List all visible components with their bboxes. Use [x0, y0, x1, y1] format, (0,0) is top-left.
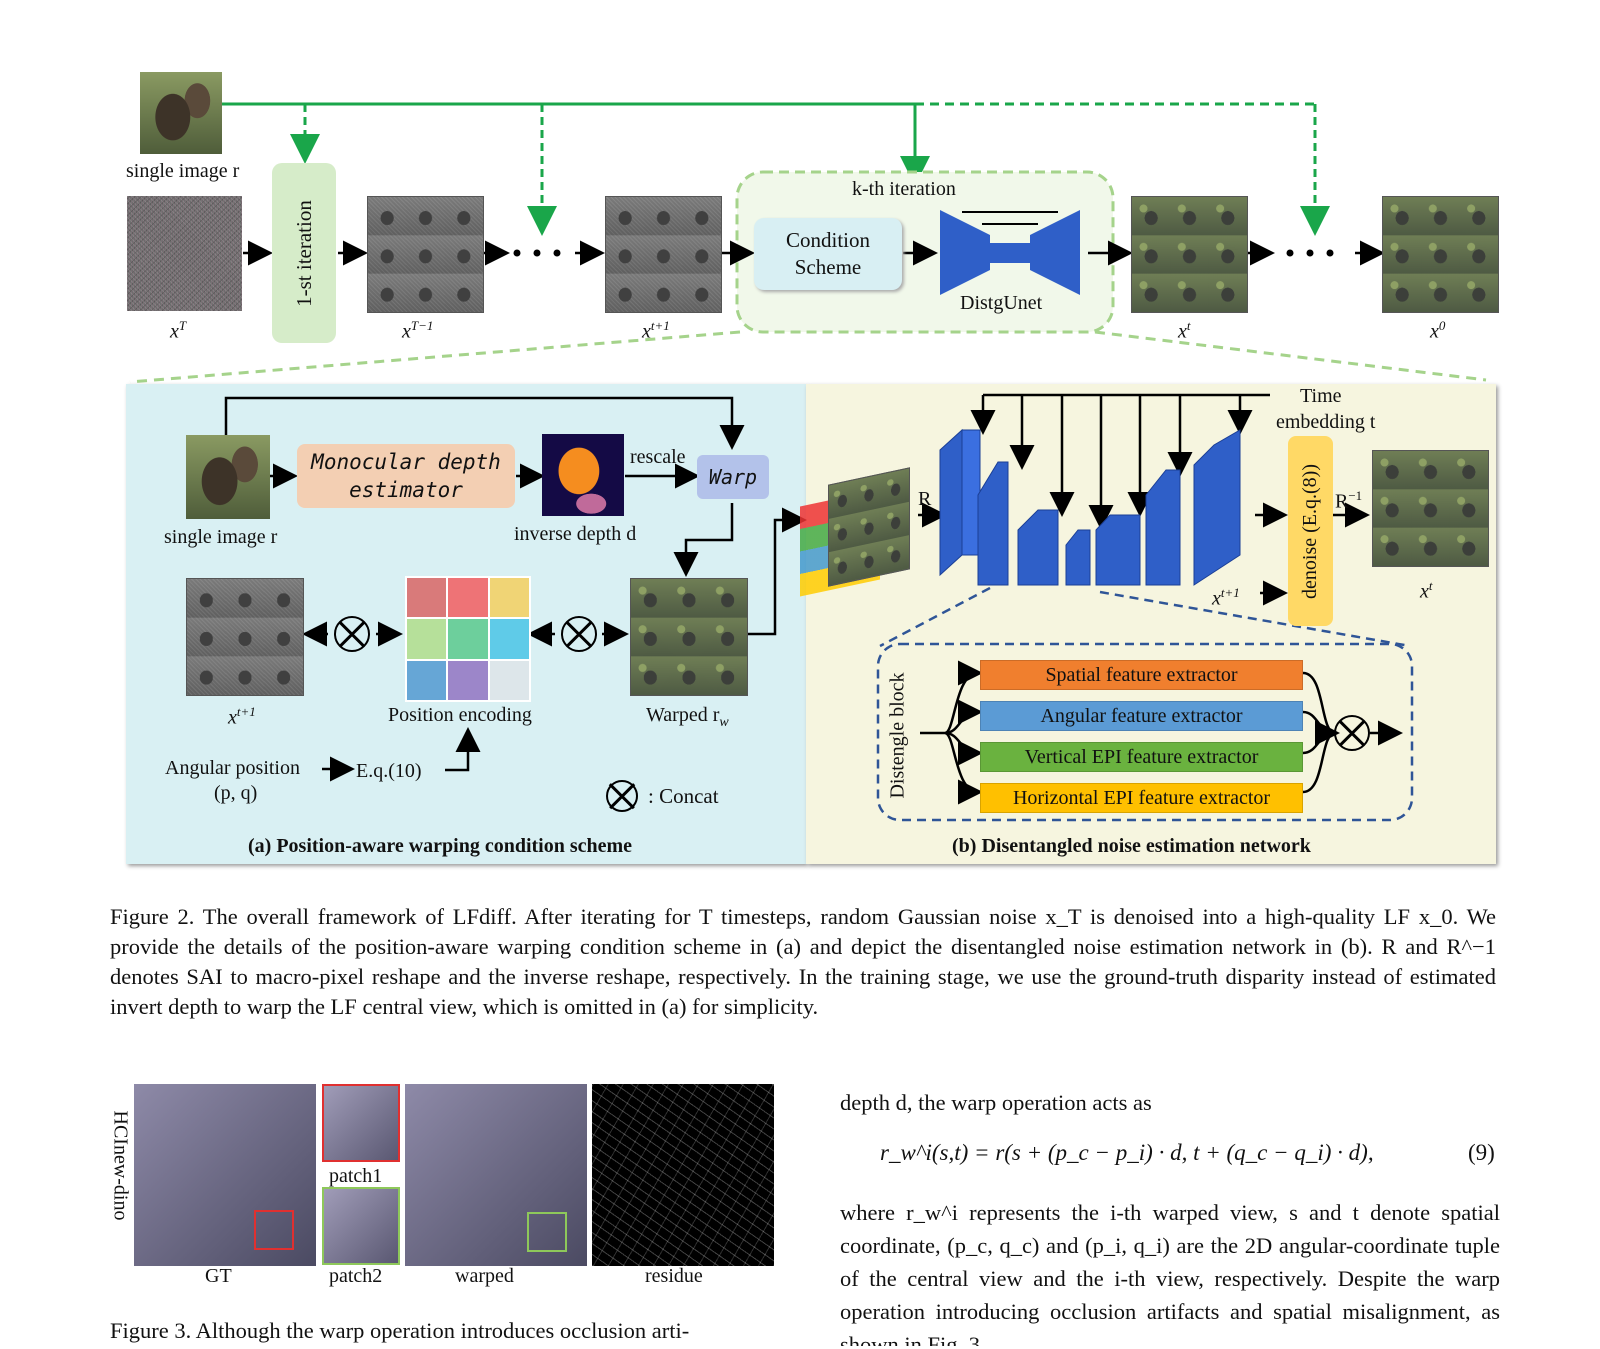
body-paragraph: where r_w^i represents the i-th warped v… [840, 1200, 1500, 1346]
concat-icon-left [334, 616, 370, 652]
patch2-image [322, 1187, 400, 1265]
single-image-top [140, 72, 222, 154]
lf-image-a-xt+1 [186, 578, 304, 696]
pos-cell [448, 619, 488, 659]
pq-label: (p, q) [214, 782, 258, 804]
kth-iteration-label: k-th iteration [852, 178, 956, 200]
pos-cell [489, 619, 529, 659]
label-b-xt+1: xt+1 [1212, 585, 1240, 610]
patch2-label: patch2 [329, 1265, 383, 1287]
figure3-caption: Figure 3. Although the warp operation in… [110, 1318, 690, 1343]
warp-box: Warp [697, 455, 769, 499]
position-encoding-grid [405, 576, 531, 702]
pos-cell [407, 619, 447, 659]
equation-9: r_w^i(s,t) = r(s + (p_c − p_i) · d, t + … [880, 1140, 1374, 1165]
concat-icon-b [1334, 715, 1370, 751]
extractor-1: Angular feature extractor [980, 701, 1303, 731]
inverse-depth-label: inverse depth d [514, 523, 637, 545]
hcinew-side-label-box: HCInew-dino [106, 1080, 134, 1250]
concat-legend-icon [606, 780, 638, 812]
single-image-a-label: single image r [164, 526, 278, 548]
extractor-label: Vertical EPI feature extractor [1024, 745, 1259, 768]
gt-image [134, 1084, 316, 1266]
condition-scheme-box: Condition Scheme [754, 218, 902, 290]
label-a-xt+1: xt+1 [228, 704, 256, 729]
figure2-caption: Figure 2. The overall framework of LFdif… [110, 904, 1496, 1019]
condition-scheme-label: Condition Scheme [785, 228, 870, 279]
first-iteration-box: 1-st iteration [272, 163, 336, 343]
single-image-label: single image r [126, 160, 240, 182]
inverse-depth-image [542, 434, 624, 516]
lf-image-xt+1 [605, 196, 722, 313]
embedding-label: embedding t [1276, 411, 1376, 433]
residue-image [592, 1084, 774, 1266]
pos-cell [407, 578, 447, 618]
pos-cell [448, 660, 488, 700]
label-b-xt: xt [1420, 578, 1433, 603]
extractor-label: Horizontal EPI feature extractor [1012, 786, 1271, 809]
extractor-label: Spatial feature extractor [1045, 663, 1238, 686]
label-xt+1-top: xt+1 [642, 318, 670, 343]
warp-label: Warp [708, 465, 758, 489]
patch1-label: patch1 [329, 1165, 383, 1187]
lf-image-xT-1 [367, 196, 484, 313]
figure2-connectors [129, 102, 1487, 384]
noise-image-xT [127, 196, 242, 311]
pos-cell [489, 578, 529, 618]
label-xT-1: xT−1 [402, 318, 434, 343]
equation-number: (9) [1468, 1140, 1495, 1165]
body-line1: depth d, the warp operation acts as [840, 1090, 1152, 1115]
R-label: R [918, 488, 932, 510]
denoise-label: denoise (E.q.(8)) [1299, 463, 1322, 599]
eq10-label: E.q.(10) [356, 760, 422, 782]
extractor-3: Horizontal EPI feature extractor [980, 783, 1303, 813]
single-image-a [186, 435, 270, 519]
Rinv-label: R−1 [1335, 488, 1363, 513]
pos-cell [407, 660, 447, 700]
warped-label: warped [455, 1265, 514, 1287]
rescale-label: rescale [630, 446, 686, 468]
denoise-box: denoise (E.q.(8)) [1288, 436, 1333, 626]
patch1-image [322, 1084, 400, 1162]
label-xT: xT [170, 318, 187, 343]
time-label: Time [1300, 385, 1342, 407]
macropixel-stack [800, 467, 910, 597]
concat-legend-label: : Concat [648, 784, 719, 808]
panel-connectors [224, 393, 1414, 822]
hcinew-side-label: HCInew-dino [109, 1110, 132, 1220]
distengle-block-label-box: Distengle block [884, 660, 912, 810]
position-encoding-label: Position encoding [388, 704, 532, 726]
gt-label: GT [205, 1265, 232, 1287]
warped-rw-label: Warped rw [646, 704, 729, 730]
warped-image [405, 1084, 587, 1266]
pos-cell [489, 660, 529, 700]
lf-image-xt [1131, 196, 1248, 313]
pos-cell [448, 578, 488, 618]
extractor-0: Spatial feature extractor [980, 660, 1303, 690]
extractor-2: Vertical EPI feature extractor [980, 742, 1303, 772]
angular-position-label: Angular position [165, 757, 300, 779]
warped-rw-image [630, 578, 748, 696]
panel-a-title: (a) Position-aware warping condition sch… [248, 835, 633, 857]
lf-image-x0 [1382, 196, 1499, 313]
mono-depth-box: Monocular depth estimator [297, 444, 515, 508]
panel-b-title: (b) Disentangled noise estimation networ… [952, 835, 1311, 857]
distgunet-label: DistgUnet [960, 292, 1043, 314]
output-xt-image [1372, 450, 1489, 567]
distengle-block-label: Distengle block [886, 671, 909, 799]
extractor-label: Angular feature extractor [1040, 704, 1243, 727]
mono-depth-label: Monocular depth estimator [311, 450, 501, 502]
label-x0: x0 [1430, 318, 1446, 343]
label-xt-top: xt [1178, 318, 1191, 343]
residue-label: residue [645, 1265, 703, 1287]
concat-icon-right [561, 616, 597, 652]
